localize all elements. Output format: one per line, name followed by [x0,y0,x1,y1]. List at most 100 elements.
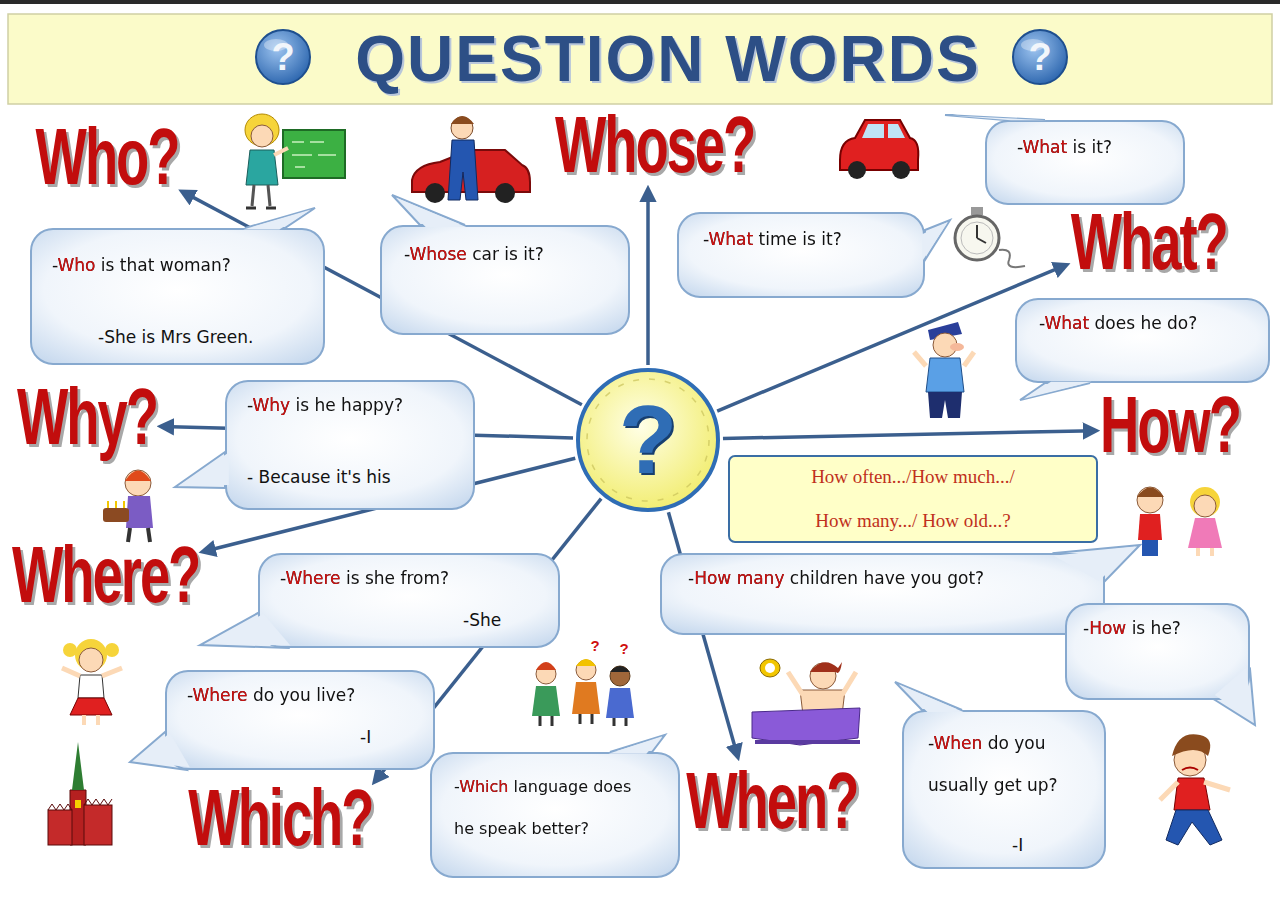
girl-figure-part [84,715,98,725]
question-word: Why? [17,377,157,457]
bubble-tail [945,115,1045,120]
teacher-figure-part [283,130,345,178]
speech-bubble: -Whose car is it? [380,225,630,335]
girl-figure-part [78,675,104,698]
three-people-part [572,682,600,714]
mechanic-with-car-part [451,116,474,124]
mechanic-with-car-part [425,183,445,203]
question-mark-label: ? [619,641,628,656]
bubble-text: -How is he? [1083,617,1181,640]
kremlin-tower-part [75,800,81,808]
man-waking-in-bed-part [765,663,775,673]
stopwatch-icon-part [971,207,983,215]
speech-bubble-outline [985,120,1185,205]
bubble-body [381,226,629,334]
bubble-body [986,121,1184,204]
man-waking-in-bed [752,659,860,745]
speech-bubble: -What time is it? [677,212,925,298]
question-word: When? [686,761,857,841]
man-waking-in-bed-part [755,740,860,744]
three-people-part [532,686,560,716]
bubble-text: -When do you usually get up? [928,722,1088,806]
bubble-body [226,381,474,509]
three-people-part [536,662,556,670]
stopwatch-icon-part [955,216,999,260]
center-circle-shape-part [587,379,709,501]
connector-arrow [723,431,1095,439]
question-word: Whose? [554,105,753,185]
bubble-text: -Who is that woman? [52,254,231,277]
question-word-text: Whose? [554,105,753,185]
angry-boy-part [1166,810,1222,845]
teacher-figure-part [246,207,276,210]
red-car-part [840,120,918,170]
teacher-figure-part [274,148,288,155]
teacher-figure-part [246,150,278,185]
three-people-part [610,666,630,686]
bubble-tail-join [1024,382,1092,399]
bubble-text: -She is Mrs Green. [98,326,253,349]
angry-boy-part [1182,768,1198,771]
speech-bubble: -Where is she from? -She [258,553,560,648]
two-children-part [1137,487,1163,513]
kremlin-tower-part [48,810,72,845]
bubble-text: -She [463,609,501,632]
boy-with-cake-part [108,501,124,508]
stopwatch-icon-part [999,250,1025,267]
bubble-body [678,213,924,297]
red-car [840,120,918,179]
bubble-text: -I [360,726,371,749]
teacher-figure-part [245,114,279,146]
girl-figure-part [75,639,107,671]
speech-bubble: -How many children have you got? [660,553,1105,635]
question-word-text: When? [686,761,857,841]
girl-figure-part [79,648,103,672]
title-bar [8,14,1272,104]
question-word-text: Why? [17,377,157,457]
bubble-tail-join [179,453,229,486]
boy-with-cake-part [125,470,151,496]
bubble-tail-join [922,222,948,261]
phrase-box-outline-part [729,456,1097,542]
girl-figure-part [105,643,119,657]
question-word-text: Where? [12,535,199,615]
bubble-text: -How many children have you got? [688,567,984,590]
poster-title: QUESTION WORDS [355,27,980,91]
bubble-body [1066,604,1249,699]
question-word: Which? [188,778,372,858]
question-word-text: How? [1100,385,1240,465]
speech-bubble-outline [380,225,630,335]
question-word: What? [1070,202,1226,282]
girl-figure-part [62,668,122,676]
bubble-text: -I [1012,834,1023,857]
kremlin-tower-part [84,805,112,845]
policeman-figure-part [926,358,964,392]
bubble-tail-join [396,197,466,227]
bubble-body [166,671,434,769]
man-waking-in-bed-part [810,662,842,673]
speech-bubble: -Why is he happy?- Because it's his [225,380,475,510]
speech-bubble: -What is it? [985,120,1185,205]
two-children [1137,487,1222,556]
boy-with-cake-part [125,471,151,482]
teacher-figure-part [292,142,336,167]
teacher-figure [245,114,345,208]
mechanic-with-car-part [495,183,515,203]
speech-bubble: -How is he? [1065,603,1250,700]
bubble-body [259,554,559,647]
bubble-text: - Because it's his [247,466,391,489]
bubble-text: -Where is she from? [280,567,449,590]
bubble-text: -What is it? [1017,136,1112,159]
mechanic-with-car [412,116,530,203]
speech-bubble: -Where do you live?-I [165,670,435,770]
girl-figure-part [63,643,77,657]
red-car-part [848,161,866,179]
stopwatch-icon-part [977,225,986,243]
red-car-part [892,161,910,179]
two-children-part [1137,488,1164,498]
two-children-part [1198,548,1212,556]
angry-boy-part [1160,782,1230,800]
title-bar-part [8,14,1272,104]
stopwatch-icon-part [961,222,993,254]
